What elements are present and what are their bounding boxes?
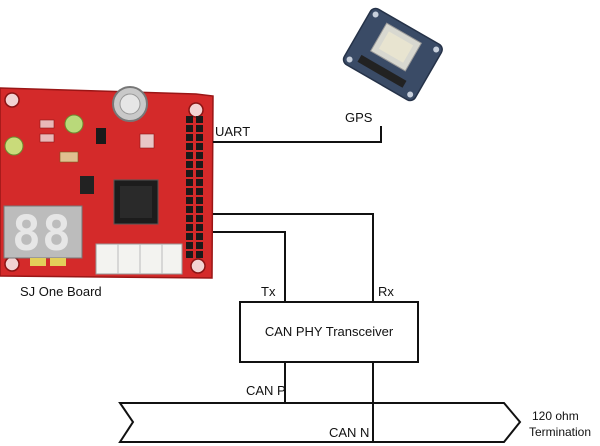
termination-label-line1: 120 ohm xyxy=(532,409,579,423)
rx-wire xyxy=(213,213,374,302)
tx-wire xyxy=(213,231,286,302)
uart-label: UART xyxy=(215,124,250,139)
svg-text:8: 8 xyxy=(42,206,71,262)
can-p-label: CAN P xyxy=(246,383,286,398)
header-pin xyxy=(196,224,203,231)
header-pin xyxy=(196,143,203,150)
header-pin xyxy=(196,197,203,204)
header-pin xyxy=(186,143,193,150)
can-phy-transceiver-box xyxy=(239,301,419,363)
seven-segment-display xyxy=(3,205,83,259)
header-pin xyxy=(196,170,203,177)
wires xyxy=(213,126,382,442)
header-pin xyxy=(186,152,193,159)
header-pin xyxy=(186,179,193,186)
header-pin xyxy=(196,233,203,240)
header-pin xyxy=(186,224,193,231)
header-pin xyxy=(196,215,203,222)
rx-label: Rx xyxy=(378,284,394,299)
header-pin xyxy=(186,233,193,240)
sj-one-board: 8 8 xyxy=(0,86,214,279)
header-pin xyxy=(186,125,193,132)
gps-module xyxy=(342,7,443,102)
termination-label-line2: Termination xyxy=(529,425,591,439)
header-pin xyxy=(196,179,203,186)
header-pin xyxy=(186,215,193,222)
header-pin xyxy=(196,152,203,159)
header-pin xyxy=(186,206,193,213)
can-n-label: CAN N xyxy=(329,425,369,440)
header-pin xyxy=(196,125,203,132)
header-pin xyxy=(186,197,193,204)
uart-wire xyxy=(213,126,382,143)
header-pin xyxy=(186,242,193,249)
header-pin xyxy=(196,188,203,195)
gps-label: GPS xyxy=(345,110,373,125)
header-pin xyxy=(186,170,193,177)
can-bus xyxy=(118,402,522,443)
header-pin xyxy=(196,161,203,168)
header-pin xyxy=(196,251,203,258)
mount-hole xyxy=(4,92,20,108)
mount-hole xyxy=(190,258,206,274)
led-icon xyxy=(4,136,24,156)
svg-text:8: 8 xyxy=(12,206,41,262)
board-label: SJ One Board xyxy=(20,284,102,299)
header-pin xyxy=(196,134,203,141)
led-icon xyxy=(64,114,84,134)
header-pin xyxy=(196,206,203,213)
transceiver-label: CAN PHY Transceiver xyxy=(265,324,394,339)
mount-hole xyxy=(188,102,204,118)
header-pin xyxy=(186,161,193,168)
header-pin xyxy=(186,134,193,141)
tx-label: Tx xyxy=(261,284,276,299)
header-pin xyxy=(196,242,203,249)
header-pin xyxy=(196,116,203,123)
connector-block xyxy=(95,243,183,275)
header-pin xyxy=(186,251,193,258)
header-pins xyxy=(186,116,203,258)
header-pin xyxy=(186,188,193,195)
header-pin xyxy=(186,116,193,123)
